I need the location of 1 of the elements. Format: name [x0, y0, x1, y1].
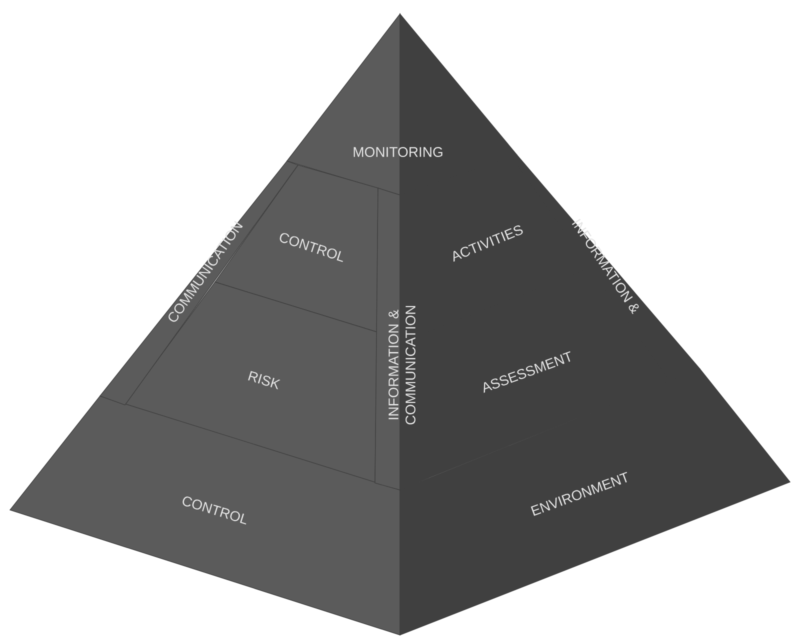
node-label: RISK: [248, 370, 280, 390]
